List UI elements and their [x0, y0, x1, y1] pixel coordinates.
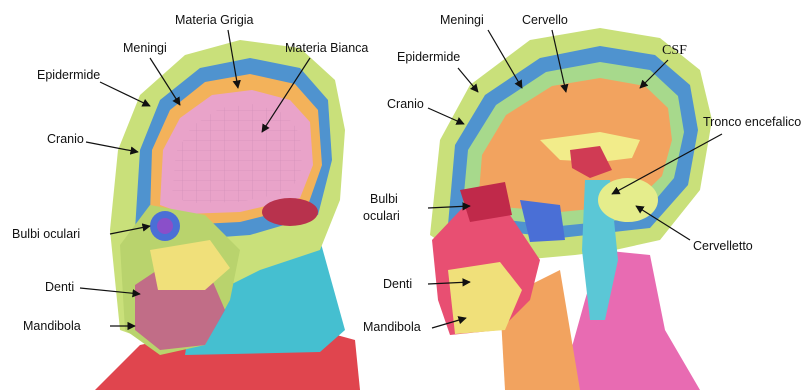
label-denti-right: Denti [383, 277, 412, 291]
label-mandibola-left: Mandibola [23, 319, 81, 333]
left-muscle [262, 198, 318, 226]
left-head-model [95, 40, 360, 390]
right-sagittal-model [430, 28, 712, 390]
label-cervelletto: Cervelletto [693, 239, 753, 253]
label-epidermide-right: Epidermide [397, 50, 460, 64]
label-cervello: Cervello [522, 13, 568, 27]
label-denti-left: Denti [45, 280, 74, 294]
label-materia-bianca: Materia Bianca [285, 41, 368, 55]
label-meningi-right: Meningi [440, 13, 484, 27]
label-mandibola-right: Mandibola [363, 320, 421, 334]
label-epidermide-left: Epidermide [37, 68, 100, 82]
label-meningi-left: Meningi [123, 41, 167, 55]
label-bulbi-oculari-left: Bulbi oculari [12, 227, 80, 241]
label-cranio-left: Cranio [47, 132, 84, 146]
label-cranio-right: Cranio [387, 97, 424, 111]
label-bulbi-right: Bulbi [370, 192, 398, 206]
label-tronco-encefalico: Tronco encefalico [703, 115, 801, 129]
right-back [560, 250, 700, 390]
label-oculari-right: oculari [363, 209, 400, 223]
label-materia-grigia: Materia Grigia [175, 13, 254, 27]
label-csf: CSF [662, 43, 687, 58]
